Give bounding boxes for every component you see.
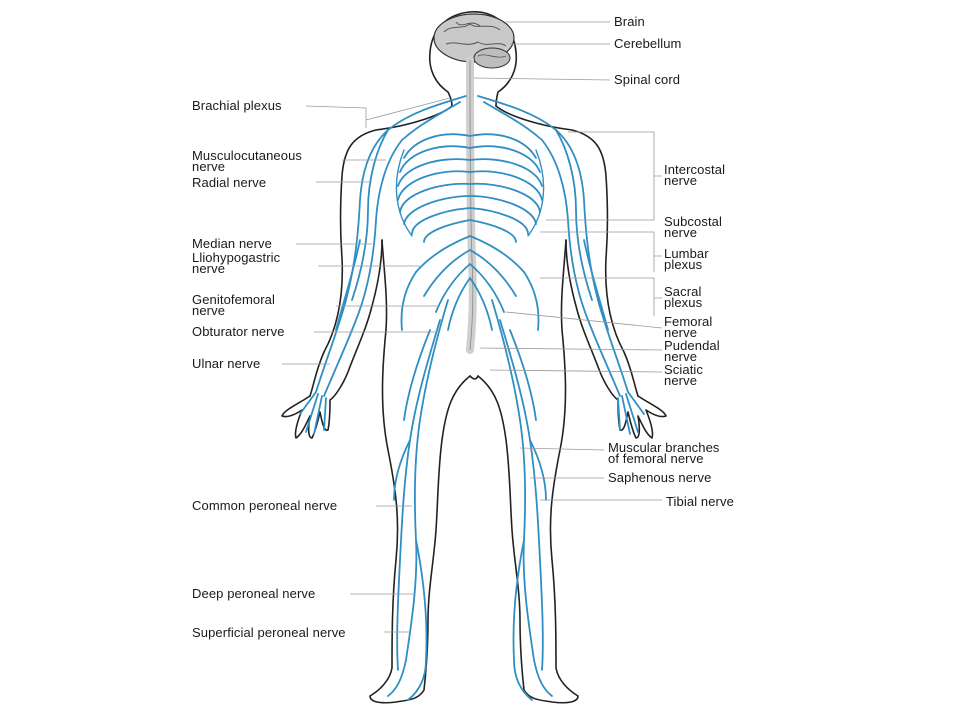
label-saphenous-nerve: Saphenous nerve xyxy=(608,470,712,485)
label-median-nerve: Median nerve xyxy=(192,236,272,251)
label-musculocutaneous-nerve: Musculocutaneous nerve xyxy=(192,148,302,174)
label-radial-nerve: Radial nerve xyxy=(192,175,267,190)
label-femoral-nerve: Femoral nerve xyxy=(664,314,713,340)
label-brain: Brain xyxy=(614,14,645,29)
intercostal-nerves xyxy=(397,133,543,243)
label-muscular-branches: Muscular branches of femoral nerve xyxy=(608,440,720,466)
right-leg-nerves xyxy=(491,299,553,701)
label-common-peroneal-nerve: Common peroneal nerve xyxy=(192,498,338,513)
label-obturator-nerve: Obturator nerve xyxy=(192,324,285,339)
label-pudendal-nerve: Pudendal nerve xyxy=(664,338,720,364)
label-iliohypogastric-nerve: Lliohypogastric nerve xyxy=(192,250,281,276)
nerve-network xyxy=(299,95,645,701)
label-cerebellum: Cerebellum xyxy=(614,36,682,51)
label-lumbar-plexus: Lumbar plexus xyxy=(664,246,709,272)
left-arm-nerves xyxy=(299,95,467,435)
label-deep-peroneal-nerve: Deep peroneal nerve xyxy=(192,586,316,601)
label-superficial-peroneal-nerve: Superficial peroneal nerve xyxy=(192,625,346,640)
label-sacral-plexus: Sacral plexus xyxy=(664,284,703,310)
label-ulnar-nerve: Ulnar nerve xyxy=(192,356,261,371)
lumbar-sacral-plexus xyxy=(400,235,540,331)
leader-lines xyxy=(282,21,663,633)
label-sciatic-nerve: Sciatic nerve xyxy=(664,362,703,388)
brain-illustration xyxy=(433,13,515,69)
label-spinal-cord: Spinal cord xyxy=(614,72,681,87)
label-intercostal-nerve: Intercostal nerve xyxy=(664,162,726,188)
spinal-cord-illustration xyxy=(466,56,477,354)
label-subcostal-nerve: Subcostal nerve xyxy=(664,214,722,240)
label-tibial-nerve: Tibial nerve xyxy=(666,494,734,509)
left-leg-nerves xyxy=(387,299,449,701)
label-genitofemoral-nerve: Genitofemoral nerve xyxy=(192,292,275,318)
label-brachial-plexus: Brachial plexus xyxy=(192,98,282,113)
